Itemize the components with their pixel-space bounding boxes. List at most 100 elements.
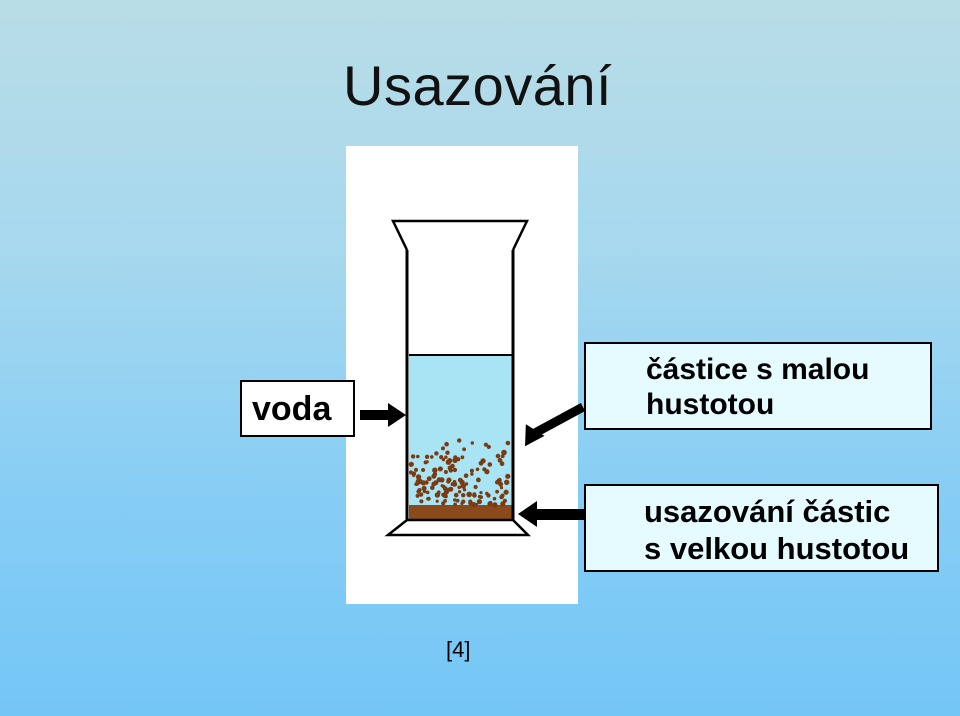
particle [444, 441, 449, 447]
particle [500, 454, 505, 459]
particle [430, 455, 434, 459]
particle [433, 480, 439, 486]
particle [432, 471, 438, 477]
particle [463, 473, 469, 479]
particle [492, 496, 497, 501]
water-label: voda [240, 380, 355, 437]
particle [443, 499, 447, 503]
particle [445, 450, 450, 455]
particle [475, 467, 480, 472]
slide-title: Usazování [343, 54, 613, 117]
particle [461, 493, 466, 498]
particle [495, 480, 499, 485]
sedimentation-label: usazování částic s velkou hustotou [584, 484, 939, 572]
particle [495, 489, 499, 494]
particle [476, 499, 482, 505]
particle [480, 458, 486, 464]
particle [452, 481, 458, 487]
particle [462, 447, 466, 452]
particle [492, 502, 498, 508]
particle [462, 488, 467, 492]
particle [505, 440, 511, 446]
particle [419, 492, 424, 497]
particle [453, 502, 457, 507]
particle [476, 477, 481, 483]
particle [460, 455, 465, 460]
particle [408, 470, 414, 475]
particle [457, 438, 462, 443]
particle [497, 477, 502, 483]
particle [441, 457, 446, 462]
particle [414, 467, 418, 472]
particle [435, 499, 439, 503]
particle [443, 470, 448, 474]
particle [503, 489, 509, 495]
particle [453, 455, 458, 460]
particle [469, 468, 474, 473]
particle [452, 467, 458, 473]
particle [415, 478, 422, 485]
light-particles-line-1: částice s malou [646, 353, 870, 386]
particle [410, 454, 416, 459]
particle [487, 462, 493, 467]
particle [445, 459, 452, 465]
particle [482, 467, 487, 472]
particle [408, 461, 414, 467]
particle [440, 484, 444, 488]
particle [430, 485, 435, 491]
particle [424, 454, 430, 459]
particle [459, 479, 465, 486]
particle [412, 473, 416, 478]
particle [499, 461, 505, 467]
arrow-to-light-particles [525, 403, 586, 447]
particle [421, 485, 427, 491]
particle [497, 457, 503, 463]
particle [499, 486, 504, 490]
particle [434, 451, 439, 456]
particle [453, 492, 459, 498]
particle [425, 490, 430, 495]
particle [470, 472, 474, 476]
particle [495, 453, 501, 459]
particle [438, 466, 443, 471]
particle [442, 486, 448, 491]
particle [415, 493, 420, 498]
water-fill [409, 355, 512, 520]
particle [426, 476, 432, 482]
suspended-particles [408, 438, 511, 508]
particle [500, 493, 505, 498]
particle [448, 466, 452, 471]
citation: [4] [446, 637, 471, 662]
particle [505, 473, 511, 479]
particle [502, 498, 507, 503]
particle [485, 491, 489, 496]
water-label-text: voda [252, 390, 332, 428]
particle [470, 441, 474, 445]
particle [434, 492, 441, 498]
particle [473, 484, 478, 490]
sediment-layer [409, 505, 512, 520]
particle [479, 491, 483, 495]
particle [460, 501, 464, 506]
cylinder-rim [391, 219, 529, 251]
particle [474, 502, 479, 507]
particle [472, 492, 477, 496]
arrow-to-sediment [518, 501, 585, 527]
particle [439, 455, 444, 460]
particle [457, 485, 462, 490]
particle [504, 479, 510, 485]
particle [453, 498, 457, 502]
particle [483, 442, 488, 447]
particle [455, 498, 460, 503]
sedimentation-line-1: usazování částic [644, 494, 891, 529]
particle [501, 449, 507, 456]
particle [419, 499, 424, 504]
particle [441, 492, 445, 497]
particle [444, 455, 448, 459]
particle [415, 474, 422, 480]
particle [432, 467, 438, 473]
particle [487, 501, 493, 507]
particle [423, 460, 428, 465]
